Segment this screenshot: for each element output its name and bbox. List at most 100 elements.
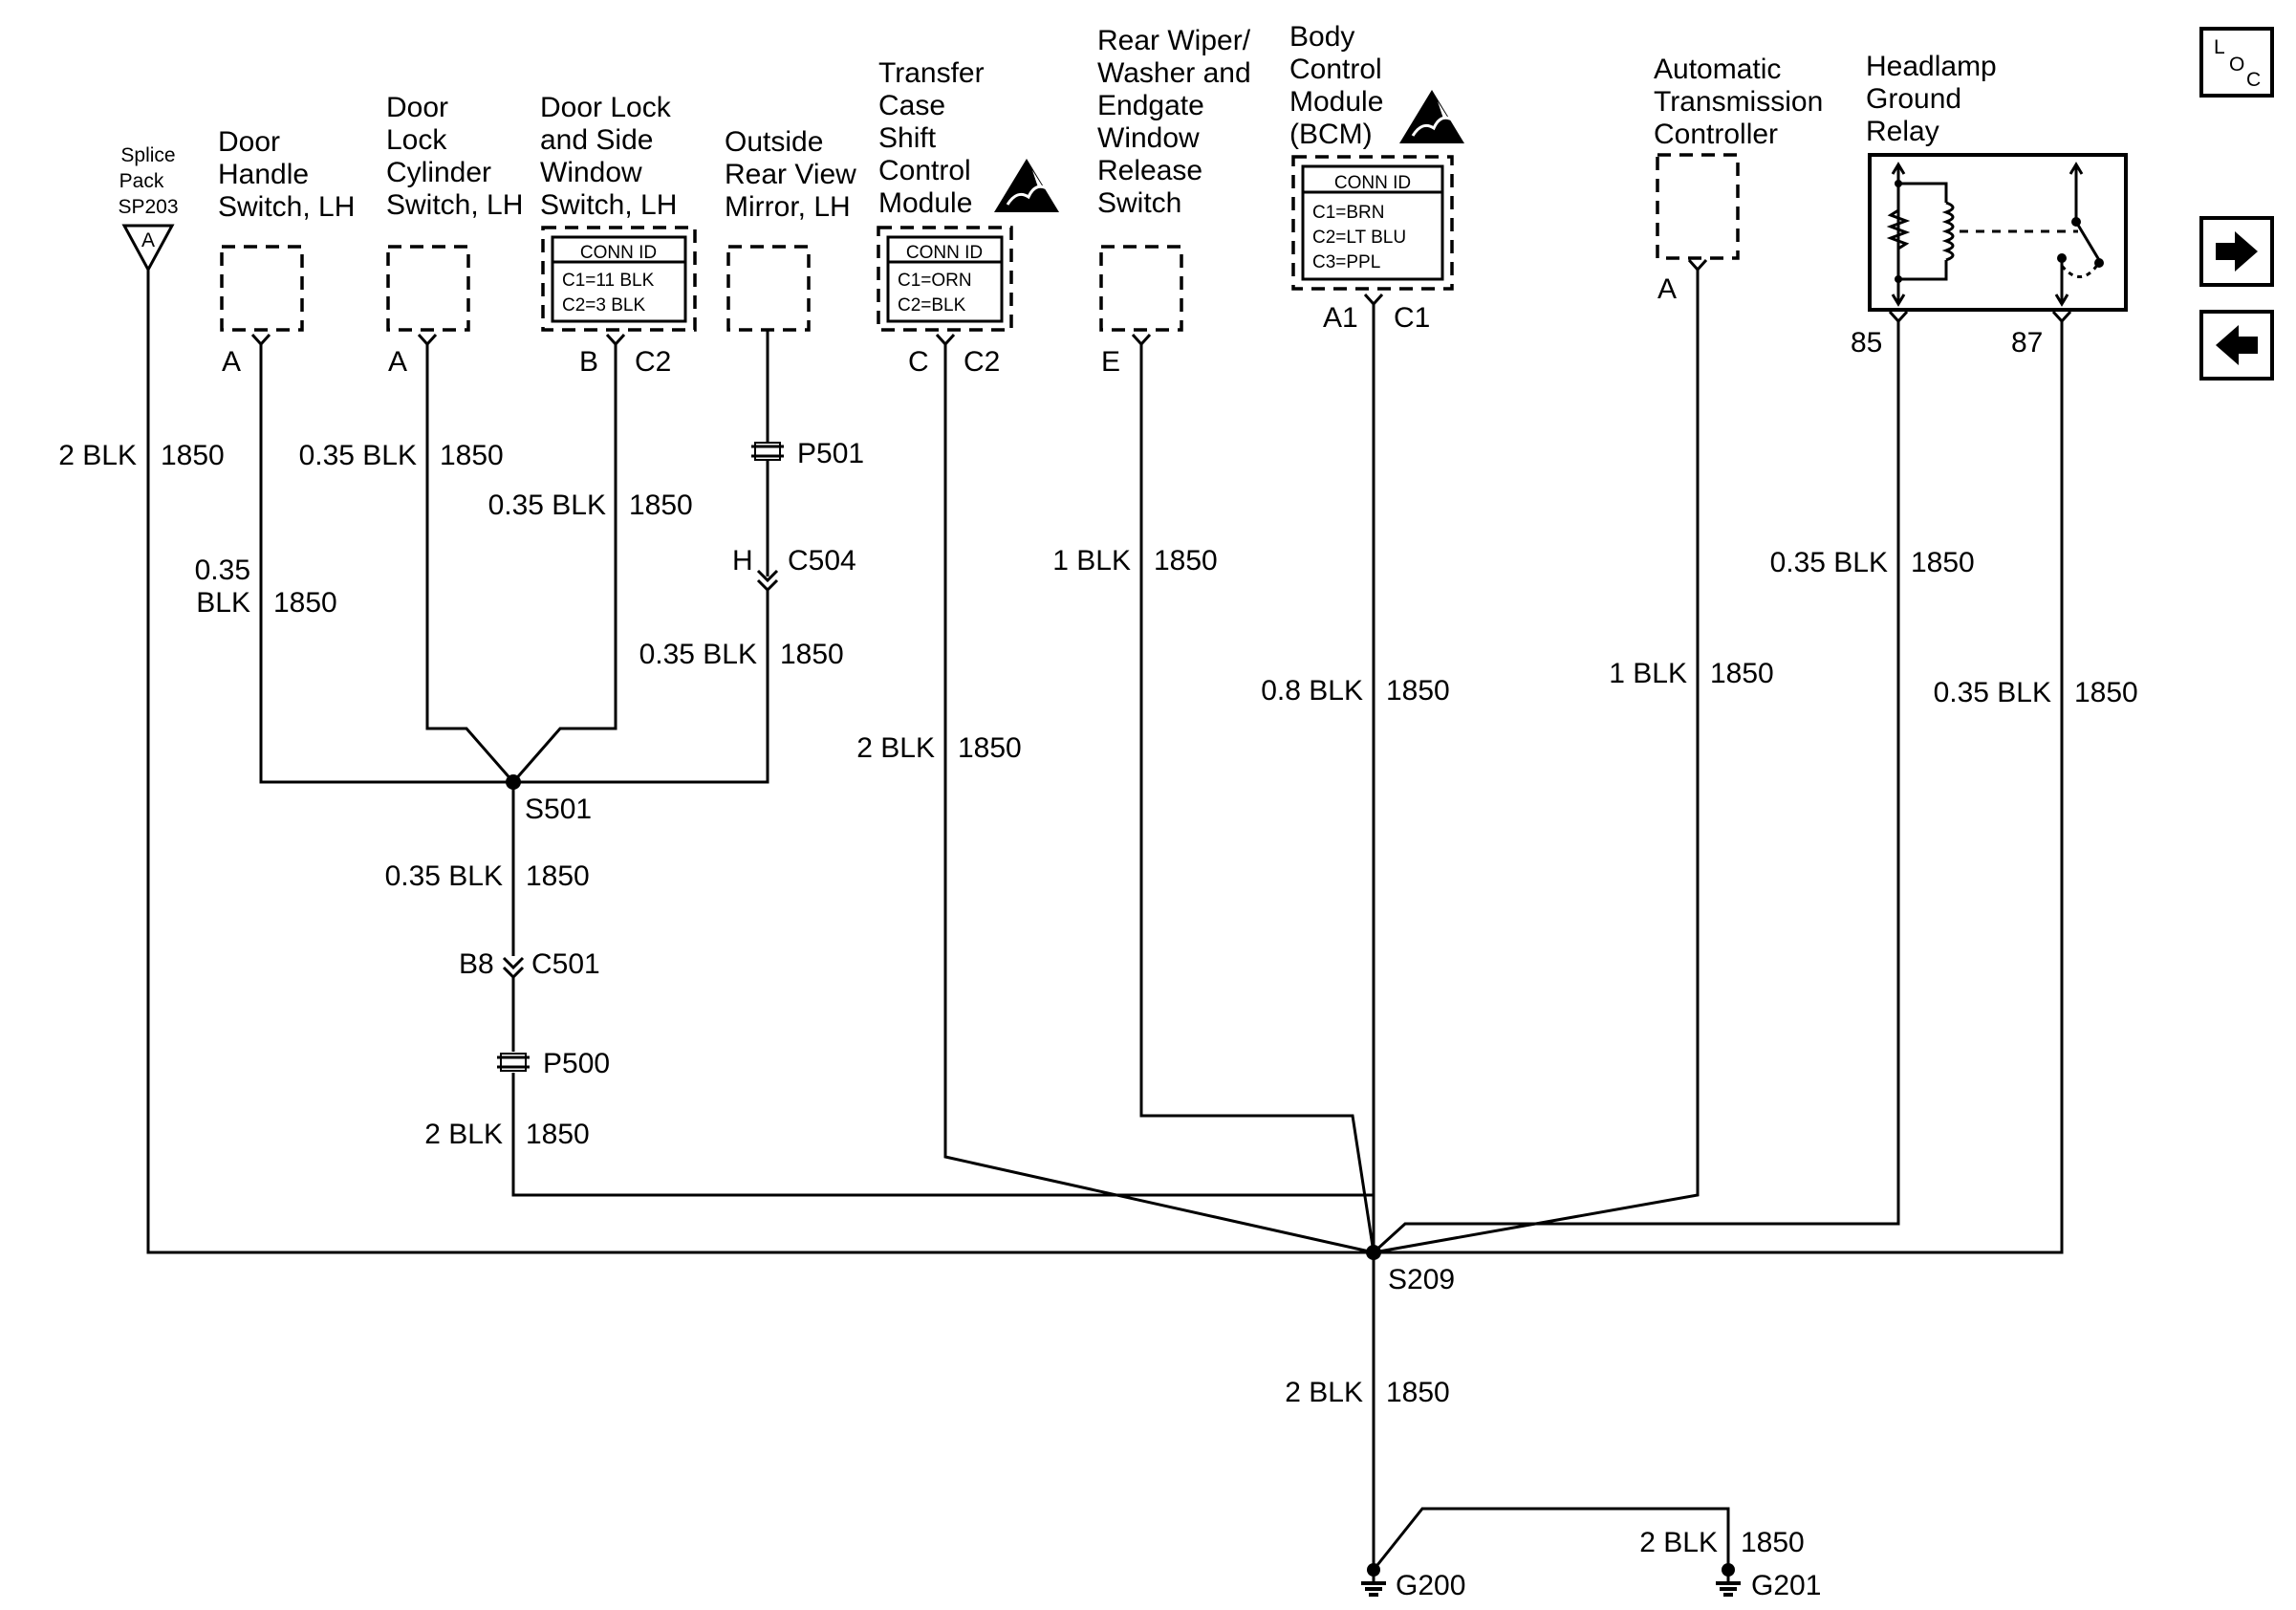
lock-cylinder-label-4: Switch, LH bbox=[386, 189, 523, 221]
wire-transfer-case bbox=[943, 342, 1375, 1254]
rear-wiper-label-1: Rear Wiper/ bbox=[1097, 25, 1251, 56]
transfer-case-conn-2: C2=BLK bbox=[898, 295, 966, 315]
transfer-case-conn: C2 bbox=[964, 346, 1000, 378]
wire-sp203-circuit: 1850 bbox=[161, 440, 225, 471]
wire-door-handle-size-2: BLK bbox=[196, 587, 250, 619]
transfer-case-label-3: Shift bbox=[878, 122, 937, 154]
transmission-controller: Automatic Transmission Controller A bbox=[1654, 54, 1823, 305]
bcm-conn-2: C2=LT BLU bbox=[1312, 228, 1406, 248]
splice-s501: S501 bbox=[506, 774, 592, 825]
wire-relay85 bbox=[1372, 320, 1900, 1254]
lock-window-conn: C2 bbox=[635, 346, 671, 378]
wire-mirror-circuit: 1850 bbox=[780, 639, 844, 670]
mirror-label-3: Mirror, LH bbox=[725, 191, 851, 223]
rear-wiper-label-2: Washer and bbox=[1097, 57, 1251, 89]
lock-cylinder-label-3: Cylinder bbox=[386, 157, 491, 188]
p501-label: P501 bbox=[797, 438, 864, 469]
wire-lock-window-size: 0.35 BLK bbox=[488, 490, 606, 521]
wire-lock-window bbox=[511, 342, 617, 783]
loc-letter-o: O bbox=[2229, 54, 2244, 76]
lock-window-label-2: and Side bbox=[540, 124, 653, 156]
ground-icon bbox=[1359, 1568, 1388, 1597]
wire-door-handle-circuit: 1850 bbox=[273, 587, 337, 619]
tcm-label-3: Controller bbox=[1654, 119, 1778, 150]
wire-relay87-size: 0.35 BLK bbox=[1934, 677, 2051, 708]
ground-g201: G201 bbox=[1714, 1563, 1821, 1601]
ground-icon bbox=[1714, 1568, 1743, 1597]
wire-sp203 bbox=[146, 266, 1374, 1254]
wire-s209-size: 2 BLK bbox=[1285, 1377, 1363, 1408]
connector-c501: B8 C501 bbox=[459, 948, 600, 980]
wire-g201-size: 2 BLK bbox=[1639, 1527, 1718, 1558]
door-handle-label-3: Switch, LH bbox=[218, 191, 355, 223]
wire-rear-wiper bbox=[1139, 342, 1375, 1253]
tcm-pin: A bbox=[1657, 273, 1677, 305]
s209-label: S209 bbox=[1388, 1264, 1455, 1295]
wire-lock-window-circuit: 1850 bbox=[629, 490, 693, 521]
body-control-module: Body Control Module (BCM) CONN ID C1=BRN… bbox=[1289, 21, 1466, 334]
door-handle-pin: A bbox=[222, 346, 241, 378]
wire-tcm-circuit: 1850 bbox=[1710, 658, 1774, 689]
wire-mirror bbox=[513, 330, 769, 784]
wire-transfer-case-circuit: 1850 bbox=[958, 732, 1022, 764]
next-page-button[interactable] bbox=[2199, 216, 2274, 287]
loc-letter-c: C bbox=[2246, 69, 2261, 91]
location-button[interactable]: L O C bbox=[2199, 27, 2274, 98]
wire-lock-cylinder-circuit: 1850 bbox=[440, 440, 504, 471]
wire-relay87 bbox=[1374, 320, 2064, 1254]
bcm-pin: A1 bbox=[1323, 302, 1358, 334]
wire-bcm-circuit: 1850 bbox=[1386, 675, 1450, 707]
c501-label: C501 bbox=[531, 948, 600, 980]
splice-pack-pin: A bbox=[141, 229, 155, 251]
bcm-conn: C1 bbox=[1394, 302, 1430, 334]
wire-s501-down bbox=[511, 782, 1374, 1197]
loc-letter-l: L bbox=[2214, 36, 2225, 58]
wire-relay87-circuit: 1850 bbox=[2074, 677, 2138, 708]
bcm-conn-1: C1=BRN bbox=[1312, 203, 1385, 223]
splice-pack-sp203: Splice Pack SP203 A bbox=[118, 144, 179, 273]
bcm-label-3: Module bbox=[1289, 86, 1383, 118]
ground-g200: G200 bbox=[1359, 1563, 1465, 1601]
lock-window-conn-2: C2=3 BLK bbox=[562, 295, 645, 315]
arrow-left-icon bbox=[2216, 325, 2258, 365]
transfer-case-conn-1: C1=ORN bbox=[898, 271, 972, 291]
wire-p500-size: 2 BLK bbox=[424, 1119, 503, 1150]
c504-pin: H bbox=[732, 545, 753, 577]
rear-wiper-label-6: Switch bbox=[1097, 187, 1181, 219]
g201-label: G201 bbox=[1751, 1570, 1821, 1601]
relay-pin-87: 87 bbox=[2011, 327, 2043, 359]
wire-transfer-case-size: 2 BLK bbox=[856, 732, 935, 764]
rear-wiper-switch: Rear Wiper/ Washer and Endgate Window Re… bbox=[1097, 25, 1251, 378]
splice-pack-label-3: SP203 bbox=[118, 196, 178, 218]
splice-pack-label-2: Pack bbox=[119, 170, 164, 192]
wire-tcm-size: 1 BLK bbox=[1609, 658, 1687, 689]
splice-s209: S209 bbox=[1366, 1245, 1455, 1295]
wire-relay85-size: 0.35 BLK bbox=[1770, 547, 1888, 578]
bcm-label-4: (BCM) bbox=[1289, 119, 1373, 150]
wire-rear-wiper-size: 1 BLK bbox=[1052, 545, 1131, 577]
wire-door-handle-size-1: 0.35 bbox=[195, 555, 250, 586]
wire-rear-wiper-circuit: 1850 bbox=[1154, 545, 1218, 577]
lock-window-label-4: Switch, LH bbox=[540, 189, 677, 221]
wire-s501-size: 0.35 BLK bbox=[385, 860, 503, 892]
lock-window-conn-title: CONN ID bbox=[580, 243, 657, 263]
bcm-conn-title: CONN ID bbox=[1334, 173, 1411, 193]
wire-g201 bbox=[1372, 1507, 1730, 1571]
wire-door-handle bbox=[259, 342, 513, 784]
door-handle-switch: Door Handle Switch, LH A bbox=[218, 126, 355, 378]
bcm-label-2: Control bbox=[1289, 54, 1382, 85]
connector-p500: P500 bbox=[497, 1048, 610, 1079]
transfer-case-pin: C bbox=[908, 346, 929, 378]
rear-wiper-pin: E bbox=[1101, 346, 1120, 378]
wire-sp203-size: 2 BLK bbox=[58, 440, 137, 471]
wire-tcm bbox=[1373, 268, 1700, 1254]
mirror-label-1: Outside bbox=[725, 126, 823, 158]
s501-label: S501 bbox=[525, 794, 592, 825]
c501-pin: B8 bbox=[459, 948, 494, 980]
previous-page-button[interactable] bbox=[2199, 310, 2274, 381]
wire-g201-circuit: 1850 bbox=[1741, 1527, 1805, 1558]
lock-window-label-1: Door Lock bbox=[540, 92, 672, 123]
lock-window-conn-1: C1=11 BLK bbox=[562, 271, 655, 291]
transfer-case-label-2: Case bbox=[878, 90, 945, 121]
